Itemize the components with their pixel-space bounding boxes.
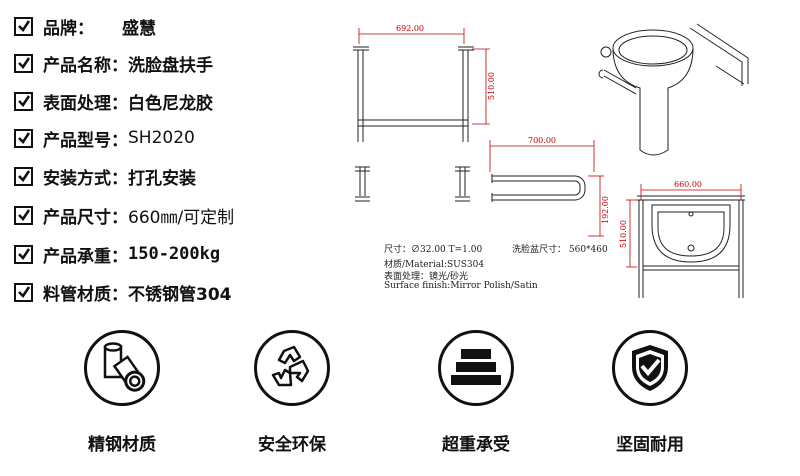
front-view-drawing <box>353 46 474 142</box>
dim-front-height: 510.00 <box>487 72 496 100</box>
spec-value: SH2020 <box>128 128 195 148</box>
u-handle-drawing <box>491 174 586 202</box>
spec-value: 660㎜/可定制 <box>128 207 235 228</box>
shield-check-icon <box>612 330 688 406</box>
spec-value: 不锈钢管304 <box>128 284 232 305</box>
spec-value: 洗脸盘扶手 <box>128 55 213 76</box>
spec-row-surface: 表面处理： 白色尼龙胶 <box>14 88 213 114</box>
note-basin-size: 洗脸盆尺寸： 560*460 <box>512 245 608 255</box>
checkbox-icon <box>14 53 33 73</box>
spec-value: 盛慧 <box>122 18 156 39</box>
dim-u-width: 700.00 <box>528 136 556 145</box>
feature-load: 超重承受 <box>416 330 536 455</box>
spec-row-model: 产品型号： SH2020 <box>14 125 195 151</box>
checkbox-icon <box>14 16 33 36</box>
basin-top-view-drawing <box>637 195 745 298</box>
checkbox-icon <box>14 205 33 225</box>
feature-eco: 安全环保 <box>232 330 352 455</box>
spec-label: 料管材质： <box>43 284 128 305</box>
checkbox-icon <box>14 128 33 148</box>
spec-label: 表面处理： <box>43 93 128 114</box>
checkbox-icon <box>14 282 33 302</box>
note-material: 材质/Material:SUS304 <box>384 260 485 270</box>
spec-value: 白色尼龙胶 <box>128 93 213 114</box>
feature-label: 坚固耐用 <box>616 435 684 455</box>
feature-label: 安全环保 <box>258 435 326 455</box>
feature-label: 超重承受 <box>442 435 510 455</box>
checkbox-icon <box>14 91 33 111</box>
recycle-icon <box>254 330 330 406</box>
dim-u-depth: 192.00 <box>601 196 610 224</box>
checkbox-icon <box>14 166 33 186</box>
spec-row-load: 产品承重： 150-200kg <box>14 241 220 267</box>
spec-label: 品牌： <box>43 18 94 39</box>
basin-3d-drawing <box>598 23 749 156</box>
dim-front-width: 692.00 <box>396 24 424 33</box>
feature-steel: 精钢材质 <box>62 330 182 455</box>
spec-label: 产品承重： <box>43 246 128 267</box>
technical-drawing: 692.00 510.00 700.00 192.00 <box>353 23 749 298</box>
dim-basin-height: 510.00 <box>619 220 628 248</box>
feature-durable: 坚固耐用 <box>590 330 710 455</box>
top-view-drawing <box>355 166 470 202</box>
spec-label: 安装方式： <box>43 168 128 189</box>
checkbox-icon <box>14 244 33 264</box>
feature-label: 精钢材质 <box>88 435 156 455</box>
spec-label: 产品型号： <box>43 130 128 151</box>
spec-row-name: 产品名称： 洗脸盘扶手 <box>14 50 213 76</box>
spec-row-install: 安装方式： 打孔安装 <box>14 163 196 189</box>
spec-row-material: 料管材质： 不锈钢管304 <box>14 279 232 305</box>
note-surface-en: Surface finish:Mirror Polish/Satin <box>384 281 538 291</box>
spec-value: 打孔安装 <box>128 168 196 189</box>
spec-label: 产品名称： <box>43 55 128 76</box>
note-tube-size: 尺寸：∅32.00 T=1.00 <box>384 245 483 255</box>
spec-label: 产品尺寸： <box>43 207 128 228</box>
spec-value: 150-200kg <box>128 244 221 264</box>
spec-row-size: 产品尺寸： 660㎜/可定制 <box>14 202 234 228</box>
spec-row-brand: 品牌： 盛慧 <box>14 13 156 39</box>
dim-basin-width: 660.00 <box>674 180 702 189</box>
steel-pipe-icon <box>84 330 160 406</box>
note-surface-cn: 表面处理：镜光/砂光 <box>384 272 469 282</box>
stacked-weight-icon <box>438 330 514 406</box>
